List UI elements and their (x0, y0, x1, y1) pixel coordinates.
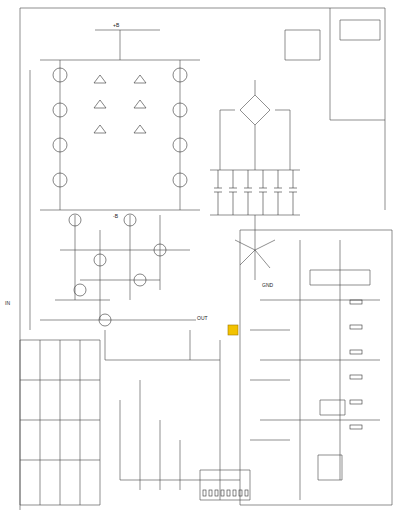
diode-symbol (94, 125, 106, 133)
transistor-symbol (69, 214, 81, 226)
transistor-symbol (124, 214, 136, 226)
capacitor-symbol (274, 170, 282, 215)
transistor-symbol (99, 314, 111, 326)
resistor-symbol (350, 325, 362, 329)
transistor-symbol (74, 284, 86, 296)
transistor-symbol (173, 138, 187, 152)
capacitor-symbol (229, 170, 237, 215)
resistor-symbol (350, 375, 362, 379)
capacitor-symbol (289, 170, 297, 215)
resistor-symbol (350, 300, 362, 304)
transistor-symbol (53, 173, 67, 187)
transistor-symbol (53, 68, 67, 82)
transistor-symbol (154, 244, 166, 256)
transistor-symbol (173, 103, 187, 117)
capacitor-symbol (214, 170, 222, 215)
connector-pin (233, 490, 236, 496)
signal-name: GND (261, 282, 274, 288)
diode-symbol (94, 75, 106, 83)
connector-pin (245, 490, 248, 496)
diode-symbol (94, 100, 106, 108)
signal-name: IN (4, 300, 11, 306)
connector-pin (209, 490, 212, 496)
connector-pin (227, 490, 230, 496)
diode-symbol (134, 100, 146, 108)
transistor-symbol (134, 274, 146, 286)
diode-symbol (134, 75, 146, 83)
note-icon (228, 325, 238, 335)
signal-name: OUT (196, 315, 209, 321)
resistor-symbol (350, 425, 362, 429)
diode-symbol (134, 125, 146, 133)
connector-pin (215, 490, 218, 496)
capacitor-symbol (244, 170, 252, 215)
transistor-symbol (173, 173, 187, 187)
connector-pin (239, 490, 242, 496)
connector-pin (203, 490, 206, 496)
signal-name: -B (112, 213, 119, 219)
capacitor-symbol (259, 170, 267, 215)
transistor-symbol (94, 254, 106, 266)
signal-name: +B (112, 22, 120, 28)
transistor-symbol (53, 138, 67, 152)
connector-pin (221, 490, 224, 496)
resistor-symbol (350, 350, 362, 354)
transistor-symbol (53, 103, 67, 117)
transistor-symbol (173, 68, 187, 82)
resistor-symbol (350, 400, 362, 404)
